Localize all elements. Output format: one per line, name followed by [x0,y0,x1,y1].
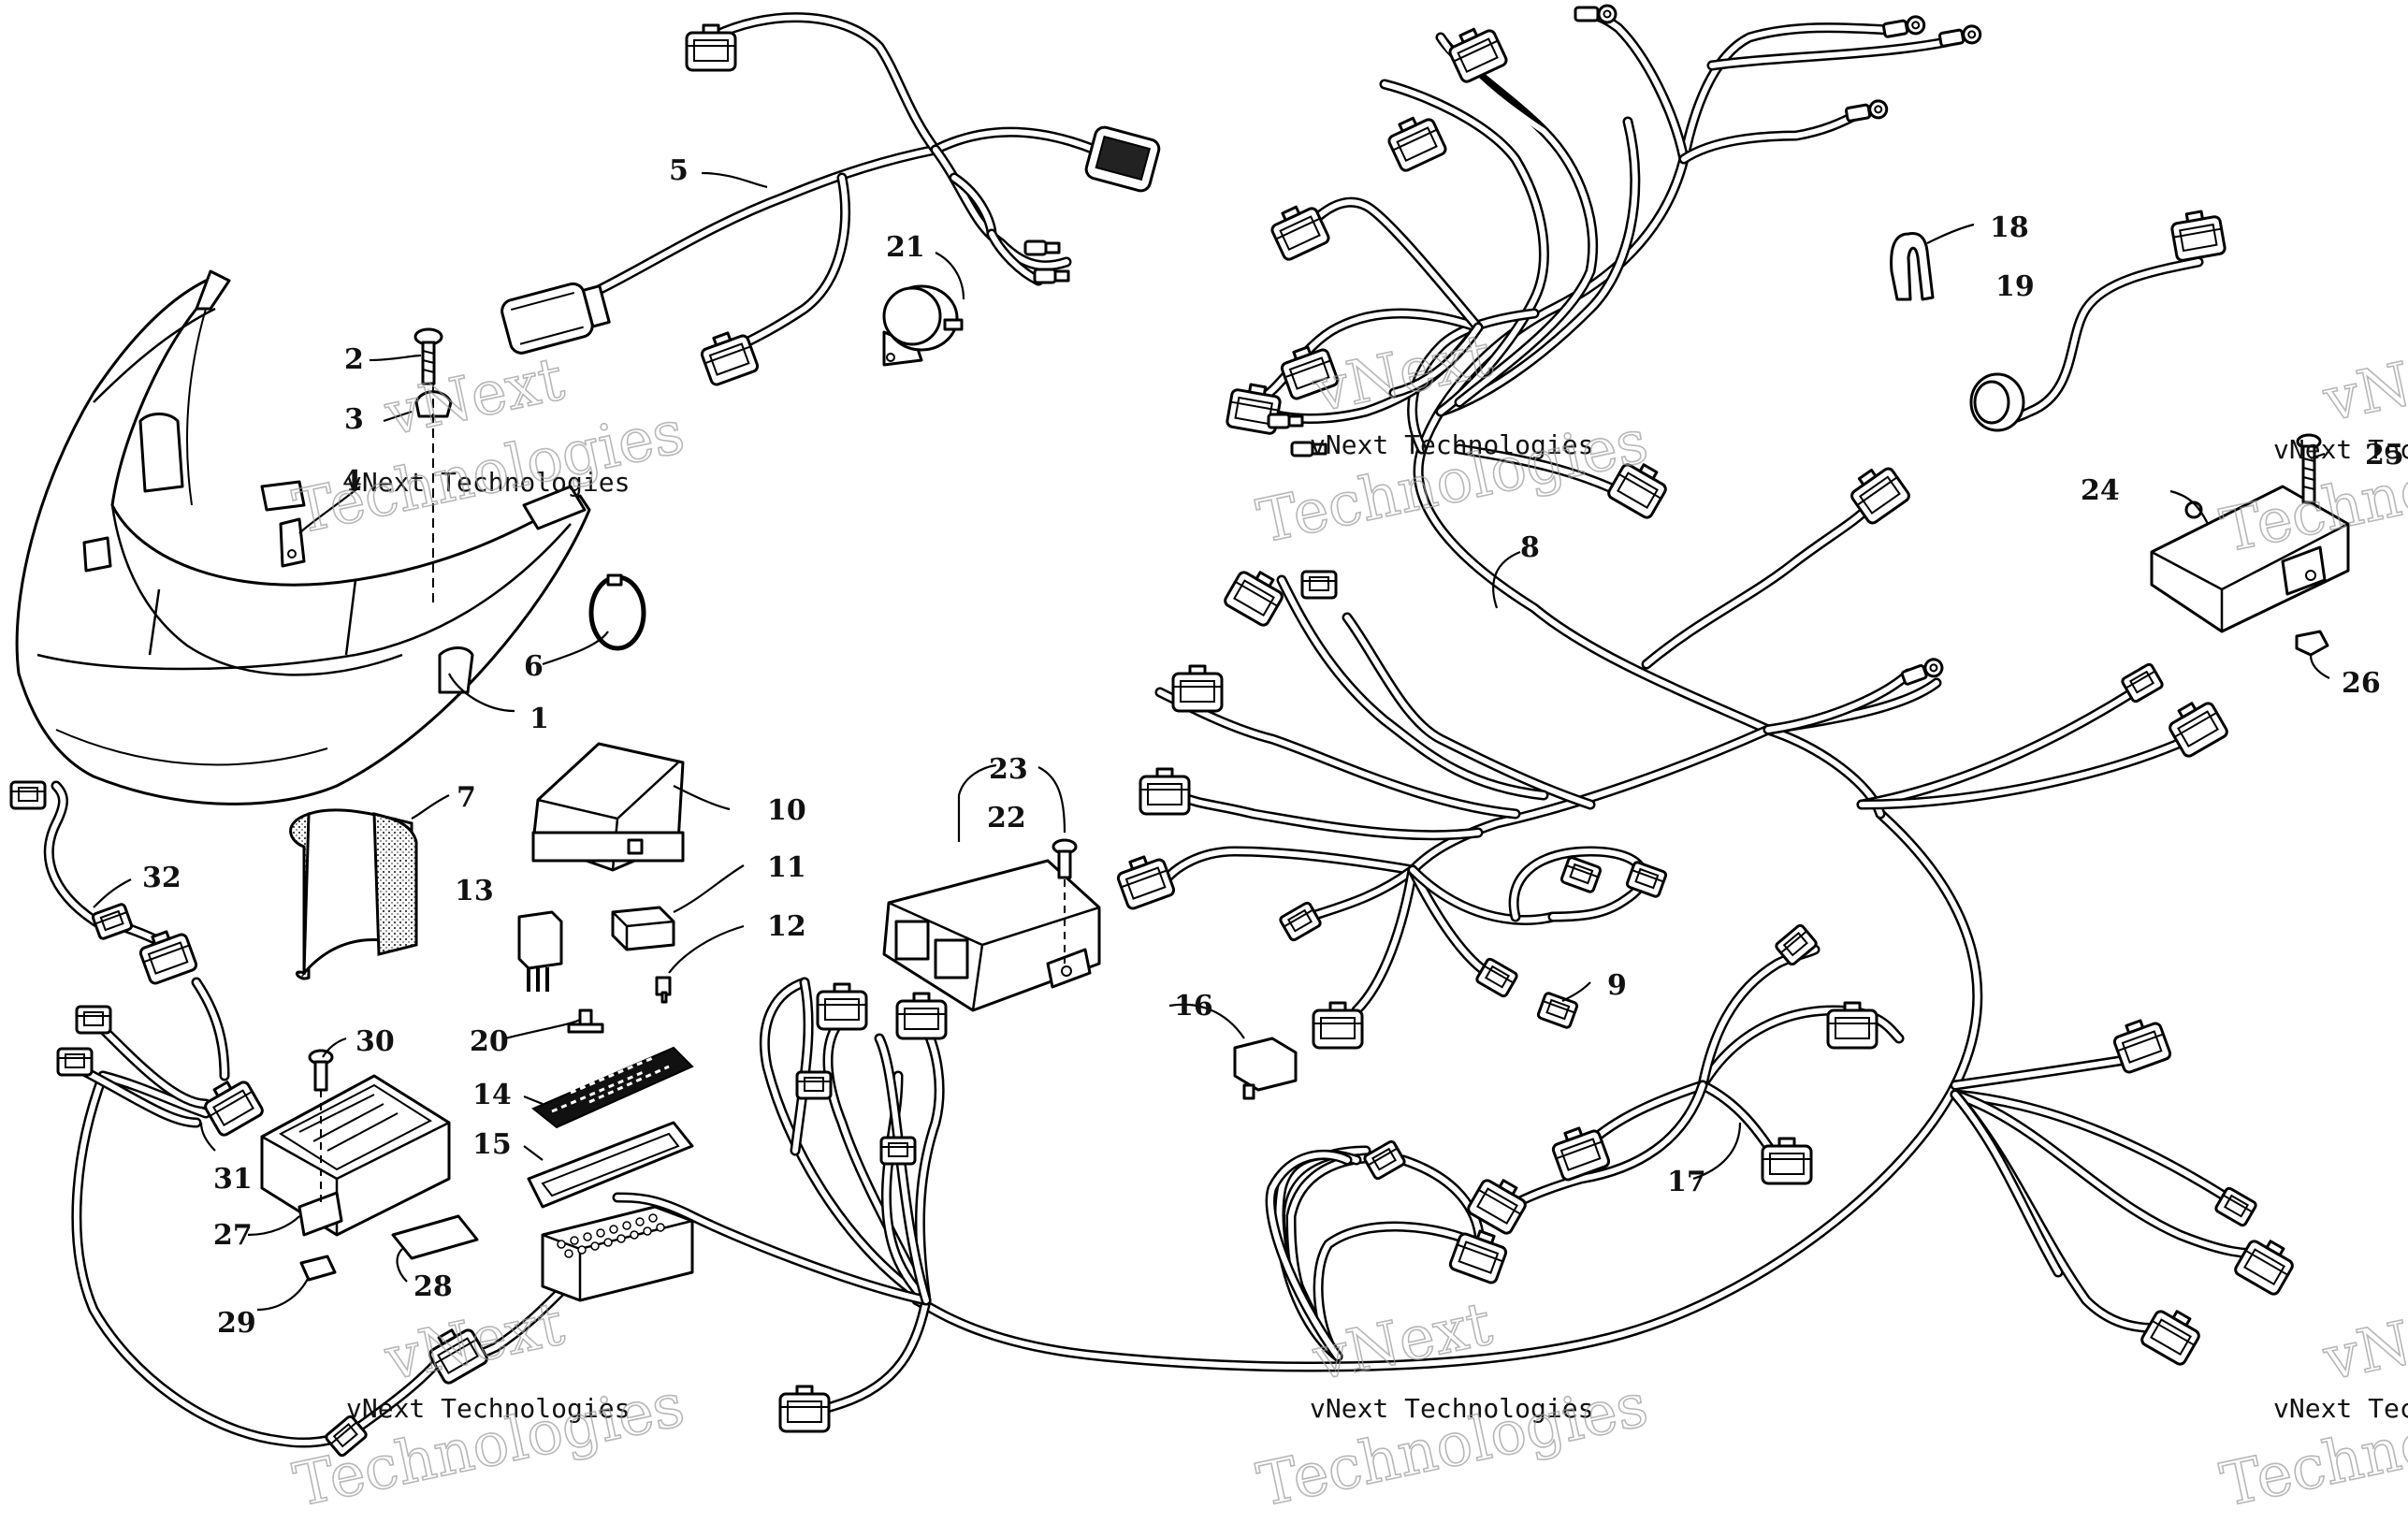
callout-19: 19 [1995,270,2035,303]
relay-part-13 [517,910,563,992]
callout-27: 27 [213,1219,253,1252]
callout-12: 12 [767,910,806,943]
watermark-text: vNext Technologies [2273,434,2408,465]
fuse-label-part-14 [531,1046,694,1129]
callout-29: 29 [217,1307,256,1340]
watermark-logo-line1: vNext [2317,330,2408,436]
sensor-harness-part-19 [1969,207,2227,432]
callout-11: 11 [767,851,806,884]
screw-part-23 [1052,838,1078,964]
callout-4: 4 [342,465,362,498]
fuse-box [541,1205,694,1302]
callout-21: 21 [886,231,925,264]
screw-part-25 [2296,433,2322,504]
nut-part-26 [2295,630,2329,657]
relay-part-11 [611,906,675,951]
harness-wires [43,8,2270,1448]
screw-part-2 [413,327,443,385]
callout-20: 20 [470,1025,509,1058]
control-module-part-27 [260,1074,451,1237]
callout-2: 2 [344,343,364,376]
callout-17: 17 [1667,1166,1706,1198]
callout-5: 5 [669,154,689,187]
nut-part-3 [414,384,453,608]
callout-28: 28 [413,1270,453,1303]
callout-31: 31 [213,1163,253,1196]
horn-part-21 [882,284,964,367]
clip-part-18 [1890,232,1935,301]
callout-1: 1 [529,703,549,735]
callout-25: 25 [2365,439,2404,472]
headlight-fairing-part-1 [15,269,591,805]
heat-shield-part-7 [289,808,418,980]
screw-part-30 [308,1049,334,1207]
callout-10: 10 [767,794,806,827]
callout-7: 7 [457,781,476,814]
gasket-part-15 [527,1121,694,1209]
callout-24: 24 [2081,474,2120,507]
callout-6: 6 [524,650,544,683]
callout-16: 16 [1174,990,1213,1023]
callout-3: 3 [344,403,364,436]
ecu-module-part-22 [882,859,1101,1012]
clip-nut-part-29 [299,1255,337,1282]
watermark-text: vNext Technologies [1310,429,1593,460]
relay-box-part-10 [531,742,685,872]
module-part-24 [2150,485,2350,633]
callout-30: 30 [355,1025,395,1058]
ring-clamp-part-6 [588,573,646,651]
watermark-logo-line1: vNext [1307,1289,1498,1395]
callout-13: 13 [455,875,494,907]
leader-lines [93,171,2330,1312]
watermark-text: vNext Technologies [346,467,630,498]
callout-8: 8 [1520,531,1540,564]
headlight-harness-connectors [500,23,1161,388]
callout-26: 26 [2342,667,2381,700]
flasher-part-16 [1233,1037,1298,1100]
callout-22: 22 [987,802,1026,834]
callout-14: 14 [472,1079,512,1111]
pad-part-28 [391,1214,479,1260]
callout-15: 15 [472,1128,512,1161]
fuse-part-12 [655,976,672,1004]
clip-part-4 [279,517,306,568]
watermark-logo-line1: vNext [1307,321,1498,427]
watermark-text: vNext Technologies [346,1393,630,1424]
watermark-logo-line1: vNext [2317,1289,2408,1395]
callout-9: 9 [1607,969,1627,1002]
callout-23: 23 [989,753,1028,786]
watermark-logo-line1: vNext [379,1289,570,1395]
callout-18: 18 [1990,211,2029,244]
watermark-text: vNext Technologies [1310,1393,1593,1424]
callout-32: 32 [142,862,181,894]
watermark-text: vNext Technologies [2273,1393,2408,1424]
callout-numbers: 1 2 3 4 5 6 7 8 9 10 11 12 13 14 15 16 1… [142,154,2404,1340]
